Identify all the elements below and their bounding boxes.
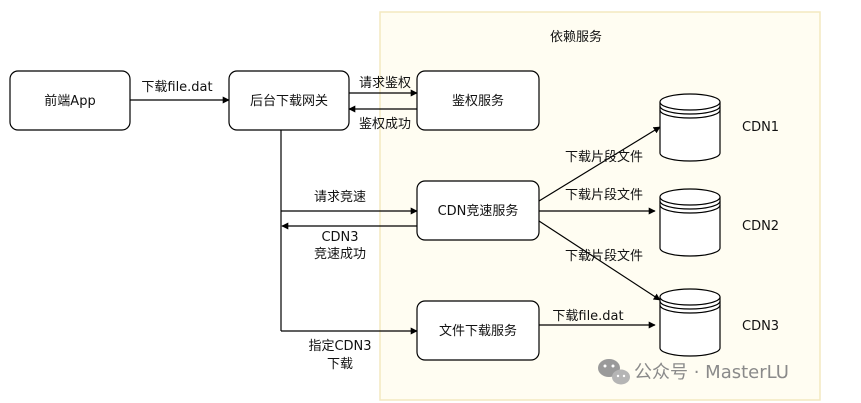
node-cdn3-label: CDN3 xyxy=(742,319,779,334)
edge-race-to-cdn3-label: 下载片段文件 xyxy=(565,249,643,264)
edge-race-to-cdn1 xyxy=(538,126,661,202)
node-cdn-race: CDN竞速服务 xyxy=(416,180,540,241)
edge-gateway-to-auth-label: 请求鉴权 xyxy=(359,75,411,91)
node-cdn3-cylinder xyxy=(659,288,721,357)
node-gateway: 后台下载网关 xyxy=(228,70,350,131)
node-cdn-race-label: CDN竞速服务 xyxy=(438,203,519,219)
edge-auth-to-gateway-label: 鉴权成功 xyxy=(359,116,411,132)
edge-race-to-cdn3 xyxy=(538,220,661,301)
edge-race-to-cdn1-label: 下载片段文件 xyxy=(565,150,643,165)
edge-gateway-to-file-label-1: 指定CDN3 xyxy=(308,339,371,354)
edge-gateway-to-file-label-2: 下载 xyxy=(327,357,353,372)
node-file-download: 文件下载服务 xyxy=(416,300,540,361)
edge-race-to-cdn2-label: 下载片段文件 xyxy=(565,188,643,203)
node-cdn1-cylinder xyxy=(659,93,721,162)
edge-gateway-to-race-label: 请求竞速 xyxy=(314,189,366,205)
edge-file-to-cdn3-label: 下载file.dat xyxy=(552,309,623,324)
edge-app-to-gateway-label: 下载file.dat xyxy=(141,80,212,95)
node-gateway-label: 后台下载网关 xyxy=(250,94,328,109)
node-cdn2-label: CDN2 xyxy=(742,219,779,234)
watermark-text: 公众号 · MasterLU xyxy=(634,362,789,383)
edge-race-to-gateway-label-1: CDN3 xyxy=(321,230,358,245)
dependency-region-label: 依赖服务 xyxy=(550,29,602,45)
node-cdn2-cylinder xyxy=(659,188,721,257)
node-auth: 鉴权服务 xyxy=(416,70,540,131)
node-frontend-app: 前端App xyxy=(9,70,131,131)
node-frontend-app-label: 前端App xyxy=(44,93,95,109)
wechat-icon xyxy=(598,359,630,385)
node-auth-label: 鉴权服务 xyxy=(452,93,504,109)
node-cdn1-label: CDN1 xyxy=(742,120,779,135)
edge-race-to-gateway-label-2: 竞速成功 xyxy=(314,246,366,262)
node-file-download-label: 文件下载服务 xyxy=(439,323,517,339)
